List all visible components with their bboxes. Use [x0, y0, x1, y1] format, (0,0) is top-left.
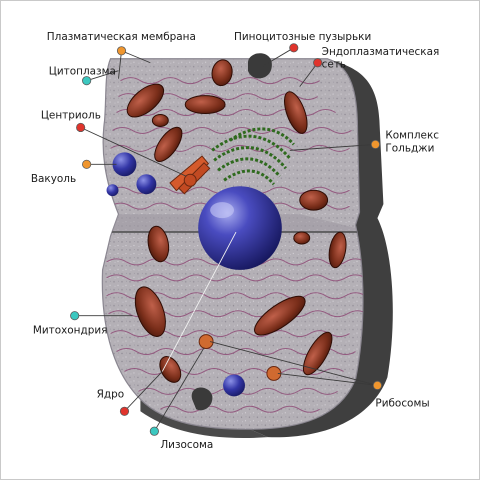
label-lysosome: Лизосома [160, 439, 213, 451]
marker-ribosomes [372, 380, 383, 390]
label-vacuole: Вакуоль [31, 173, 76, 185]
marker-pinocytic-vesicles [289, 43, 299, 53]
nucleus-highlight [210, 202, 235, 219]
marker-er [313, 58, 323, 68]
mitochondrion [302, 331, 333, 376]
label-er-line2: сеть [322, 59, 346, 71]
mitochondrion [299, 189, 329, 211]
mitochondrion [147, 225, 170, 263]
marker-plasma-membrane [116, 46, 127, 56]
nucleus [198, 186, 282, 270]
ribosome [198, 334, 214, 350]
label-golgi-line1: Комплекс [385, 129, 439, 141]
marker-golgi [370, 139, 381, 149]
pinocytic-vesicle [191, 387, 213, 411]
vacuole [112, 152, 137, 177]
pinocytic-vesicle [247, 53, 272, 79]
label-mitochondria: Митохондрия [33, 325, 108, 337]
mitochondrion [154, 126, 183, 163]
label-cytoplasm: Цитоплазма [49, 66, 116, 78]
label-pinocytic-vesicles: Пиноцитозные пузырьки [234, 31, 371, 43]
mitochondrion [151, 114, 169, 127]
mitochondrion [283, 91, 308, 134]
marker-nucleus [119, 406, 130, 416]
vacuole [106, 184, 119, 197]
label-ribosomes: Рибосомы [375, 397, 429, 409]
marker-mitochondria [70, 311, 80, 321]
cell-shadow-bottom [140, 399, 268, 439]
mitochondrion [134, 286, 166, 337]
label-er-line1: Эндоплазматическая [322, 46, 440, 58]
vacuole [223, 374, 245, 397]
label-plasma-membrane: Плазматическая мембрана [47, 31, 196, 43]
mitochondrion [254, 295, 306, 336]
marker-centriole [76, 122, 86, 133]
markers [70, 43, 383, 436]
mitochondrion [184, 95, 226, 115]
cell-shadow [249, 58, 393, 438]
mitochondrion [211, 59, 233, 87]
mitochondrion [159, 356, 182, 383]
mitochondrion [328, 231, 347, 269]
label-golgi-line2: Гольджи [385, 142, 434, 154]
marker-cytoplasm [82, 76, 92, 86]
label-nucleus: Ядро [97, 388, 124, 400]
marker-vacuole [82, 159, 92, 169]
marker-lysosome [149, 426, 159, 436]
label-centriole: Центриоль [41, 110, 101, 122]
ribosome [183, 173, 197, 187]
mitochondria-group [126, 59, 347, 383]
leader-lines [74, 47, 378, 432]
mitochondrion [126, 83, 165, 118]
mitochondrion [293, 231, 311, 245]
golgi-complex [211, 127, 295, 186]
vacuole [136, 174, 157, 195]
